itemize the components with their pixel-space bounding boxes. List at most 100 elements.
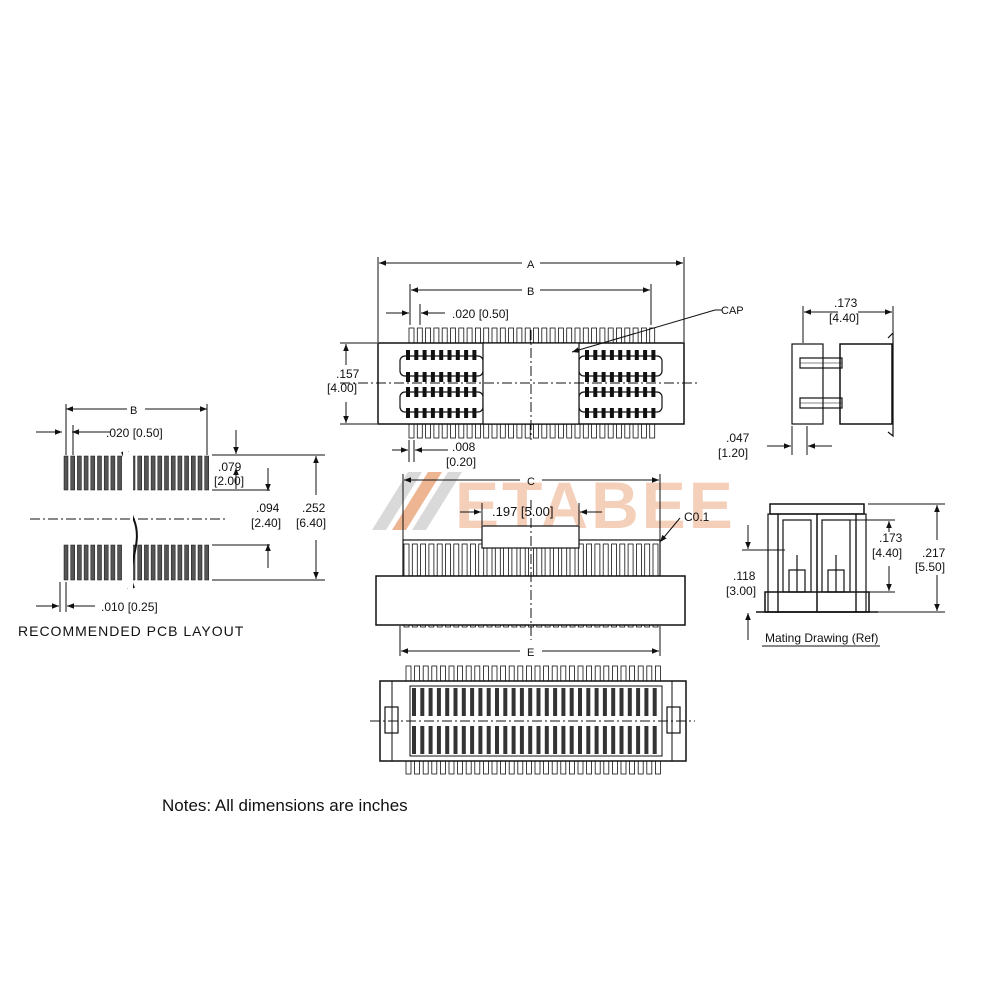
bottom-contact <box>445 688 450 716</box>
bottom-lead <box>629 759 635 775</box>
top-lead <box>582 327 589 345</box>
bottom-contact <box>627 688 632 716</box>
front-lead <box>652 543 659 577</box>
contact-pin <box>585 372 589 382</box>
contact-pin <box>414 350 419 360</box>
top-lead <box>641 422 647 439</box>
top-lead <box>433 327 440 345</box>
contact-pin <box>439 350 444 360</box>
top-lead <box>508 327 515 345</box>
lead-width-mm: [0.20] <box>446 455 476 469</box>
pcb-pad-rows <box>63 455 209 581</box>
bottom-lead <box>603 759 610 775</box>
top-dim-a-label: A <box>527 259 535 271</box>
contact-pin <box>414 372 419 382</box>
top-lead <box>524 422 531 439</box>
contact-pin <box>626 387 631 397</box>
pcb-pad <box>177 544 183 581</box>
bottom-contact <box>470 726 475 754</box>
bottom-contact <box>412 688 416 716</box>
bottom-lead <box>569 759 575 775</box>
top-lead <box>632 327 639 345</box>
bottom-lead <box>457 665 464 683</box>
top-lead <box>416 327 423 345</box>
pcb-pad <box>83 544 89 581</box>
bottom-lead <box>491 759 498 775</box>
bottom-contact <box>461 688 466 716</box>
bottom-lead <box>431 759 438 775</box>
bottom-lead <box>508 759 515 775</box>
front-lead <box>644 543 651 577</box>
bottom-lead <box>517 665 524 683</box>
bottom-lead <box>482 759 489 775</box>
contact-pin <box>439 387 444 397</box>
contact-pin <box>472 372 477 382</box>
contact-pin <box>422 372 427 382</box>
contact-pin <box>455 350 460 360</box>
contact-pin <box>447 387 452 397</box>
top-lead <box>624 422 631 439</box>
cap-label: CAP <box>721 305 744 317</box>
pcb-pitch-label: .020 [0.50] <box>106 426 163 440</box>
pcb-pad <box>70 544 75 581</box>
bottom-contact <box>519 726 524 754</box>
contact-pin <box>585 387 589 397</box>
bottom-contact <box>602 688 607 716</box>
bottom-contact <box>428 688 433 716</box>
pcb-gap-mm: [2.40] <box>251 516 281 530</box>
bottom-contact <box>652 726 657 754</box>
front-lead <box>553 543 559 577</box>
bottom-lead <box>431 665 438 683</box>
top-lead <box>541 327 548 345</box>
pcb-dim-b-label: B <box>130 405 137 417</box>
contact-pin <box>593 372 598 382</box>
contact-pin <box>643 350 648 360</box>
bottom-contact <box>636 726 641 754</box>
mating-h2-in: .217 <box>922 546 946 560</box>
contact-pin <box>634 372 639 382</box>
bottom-lead <box>534 665 541 683</box>
bottom-contact <box>561 726 566 754</box>
bottom-contact <box>445 726 450 754</box>
front-cap-width-label: .197 [5.00] <box>492 504 553 519</box>
lead-width-in: .008 <box>452 440 476 454</box>
contact-pin <box>406 372 410 382</box>
side-width-mm: [4.40] <box>829 311 859 325</box>
contact-pin <box>593 350 598 360</box>
contact-pin <box>618 387 623 397</box>
pcb-pad <box>110 544 116 581</box>
front-lead <box>478 543 485 577</box>
bottom-contact <box>528 726 533 754</box>
top-lead <box>458 327 465 345</box>
front-lead <box>519 543 526 577</box>
bottom-lead <box>586 665 592 683</box>
side-width-in: .173 <box>834 296 858 310</box>
mating-h1-in: .173 <box>879 531 903 545</box>
bottom-contact <box>544 688 549 716</box>
contact-pin <box>455 372 460 382</box>
bottom-contact <box>528 688 533 716</box>
front-lead <box>586 543 592 577</box>
top-lead <box>574 422 581 439</box>
bottom-contact <box>644 688 649 716</box>
bottom-lead <box>474 665 481 683</box>
contact-pin <box>472 350 477 360</box>
bottom-view <box>370 665 695 775</box>
front-lead <box>636 543 642 577</box>
bottom-contact <box>420 688 425 716</box>
front-lead <box>602 543 609 577</box>
bottom-contact <box>478 688 483 716</box>
pcb-pad <box>63 455 69 491</box>
bottom-lead <box>655 665 661 683</box>
bottom-contact <box>553 726 558 754</box>
bottom-lead <box>500 665 507 683</box>
pcb-pad <box>204 544 209 581</box>
front-dim-c-label: C <box>527 476 535 488</box>
bottom-lead <box>414 665 421 683</box>
bottom-lead <box>465 665 472 683</box>
contact-pin <box>609 350 614 360</box>
bottom-lead <box>500 759 507 775</box>
pcb-pad <box>204 455 209 491</box>
bottom-lead <box>534 759 541 775</box>
